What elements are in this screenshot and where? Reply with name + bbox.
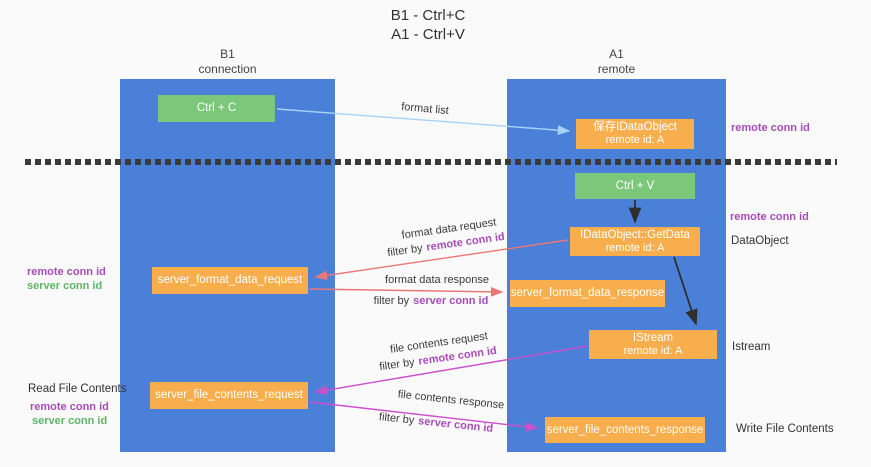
diagram-title: B1 - Ctrl+C A1 - Ctrl+V xyxy=(328,6,528,44)
getdata-line2: remote id: A xyxy=(605,241,665,254)
format-data-response-arrow xyxy=(308,286,504,297)
ctrl-v-box: Ctrl + V xyxy=(575,173,695,199)
istream-box: IStream remote id: A xyxy=(589,330,717,359)
dataobject-annotation: DataObject xyxy=(731,235,789,247)
remote-conn-id-annotation-left-file: remote conn id xyxy=(30,401,109,413)
server-file-contents-response-box: server_file_contents_response xyxy=(545,417,705,443)
read-file-contents-annotation: Read File Contents xyxy=(28,383,127,395)
title-line-1: B1 - Ctrl+C xyxy=(390,7,466,24)
filter-by-text: filter by xyxy=(373,295,410,307)
left-column-name: B1 xyxy=(220,47,235,61)
server-file-contents-request-box: server_file_contents_request xyxy=(150,382,308,409)
save-idataobject-line2: remote id: A xyxy=(605,134,665,146)
istream-annotation: Istream xyxy=(732,341,771,353)
server-conn-id-key: server conn id xyxy=(417,415,494,435)
filter-by-text: filter by xyxy=(378,411,415,427)
save-idataobject-box: 保存IDataObject remote id: A xyxy=(576,119,694,149)
getdata-line1: IDataObject::GetData xyxy=(580,228,690,241)
right-column-header: A1 remote xyxy=(507,47,726,77)
server-conn-id-annotation-left-file: server conn id xyxy=(32,415,108,427)
left-column-subtitle: connection xyxy=(198,62,257,76)
server-conn-id-key: server conn id xyxy=(413,295,489,307)
format-data-response-label: format data response xyxy=(385,274,489,286)
server-format-data-request-box: server_format_data_request xyxy=(152,267,308,294)
ctrl-c-box: Ctrl + C xyxy=(158,95,275,122)
filter-by-text: filter by xyxy=(386,242,424,260)
right-column-name: A1 xyxy=(609,47,624,61)
server-format-data-response-box: server_format_data_response xyxy=(510,280,665,307)
remote-conn-id-annotation-left-format: remote conn id xyxy=(27,266,106,278)
filter-by-text: filter by xyxy=(378,356,416,374)
title-line-2: A1 - Ctrl+V xyxy=(391,26,465,43)
istream-line1: IStream xyxy=(632,331,674,344)
dashed-divider-line xyxy=(25,159,837,165)
save-idataobject-line1: 保存IDataObject xyxy=(593,121,677,133)
format-list-label: format list xyxy=(400,100,450,118)
remote-conn-id-annotation-top: remote conn id xyxy=(731,122,810,134)
right-column-subtitle: remote xyxy=(597,62,636,76)
istream-line2: remote id: A xyxy=(623,344,683,357)
server-conn-id-annotation-left-format: server conn id xyxy=(27,280,103,292)
remote-conn-id-annotation-mid: remote conn id xyxy=(730,211,809,223)
idataobject-getdata-box: IDataObject::GetData remote id: A xyxy=(570,227,700,256)
left-column-header: B1 connection xyxy=(120,47,335,77)
write-file-contents-annotation: Write File Contents xyxy=(736,423,834,435)
